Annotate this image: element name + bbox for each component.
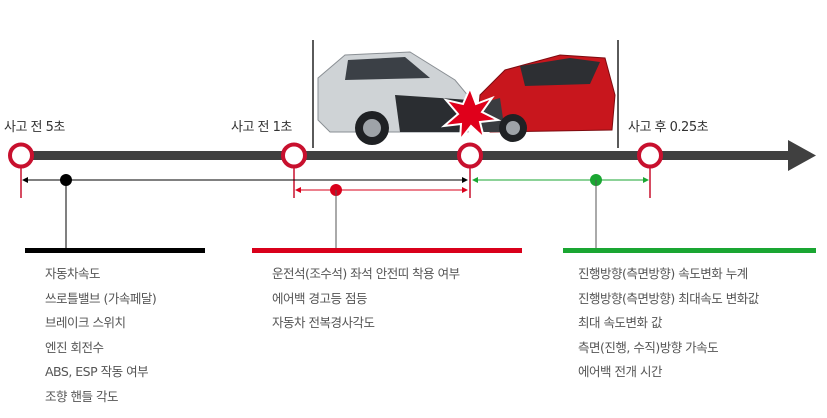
list-item: 진행방향(측면방향) 속도변화 누계 xyxy=(578,266,748,281)
event-label-1s-before: 사고 전 1초 xyxy=(231,120,292,135)
marker-0.25s-after xyxy=(637,142,663,169)
list-item: 진행방향(측면방향) 최대속도 변화값 xyxy=(578,290,759,306)
impact-burst-icon xyxy=(440,85,502,144)
marker-5s-before xyxy=(8,142,34,169)
list-item: 자동차속도 xyxy=(45,266,101,281)
car-crash-photo xyxy=(312,40,619,148)
event-label-0.25s-after: 사고 후 0.25초 xyxy=(628,120,709,135)
list-item: 자동차 전복경사각도 xyxy=(272,315,375,330)
list-item: ABS, ESP 작동 여부 xyxy=(45,364,149,379)
list-item: 측면(진행, 수직)방향 가속도 xyxy=(578,339,719,355)
marker-impact xyxy=(457,142,483,169)
list-item: 엔진 회전수 xyxy=(45,339,104,355)
event-label-5s-before: 사고 전 5초 xyxy=(4,120,65,135)
list-item: 브레이크 스위치 xyxy=(45,315,126,330)
group-bar-red xyxy=(252,248,522,253)
list-item: 에어백 경고등 점등 xyxy=(272,290,367,306)
event-markers xyxy=(8,142,663,169)
span-green xyxy=(472,174,649,248)
timeline-bar xyxy=(14,151,790,160)
group-bar-green xyxy=(563,248,816,253)
list-item: 최대 속도변화 값 xyxy=(578,315,662,330)
group-bar-black xyxy=(25,248,205,253)
group-list-green: 진행방향(측면방향) 속도변화 누계 진행방향(측면방향) 최대속도 변화값 최… xyxy=(578,262,759,385)
list-item: 조향 핸들 각도 xyxy=(45,388,118,404)
timeline-arrow-icon xyxy=(788,140,816,171)
span-red xyxy=(295,184,468,248)
span-black xyxy=(22,174,468,248)
group-list-black: 자동차속도 쓰로틀밸브 (가속페달) 브레이크 스위치 엔진 회전수 ABS, … xyxy=(45,262,157,409)
list-item: 운전석(조수석) 좌석 안전띠 착용 여부 xyxy=(272,266,460,281)
marker-1s-before xyxy=(281,142,307,169)
list-item: 에어백 전개 시간 xyxy=(578,364,662,379)
group-list-red: 운전석(조수석) 좌석 안전띠 착용 여부 에어백 경고등 점등 자동차 전복경… xyxy=(272,262,460,336)
list-item: 쓰로틀밸브 (가속페달) xyxy=(45,290,157,306)
